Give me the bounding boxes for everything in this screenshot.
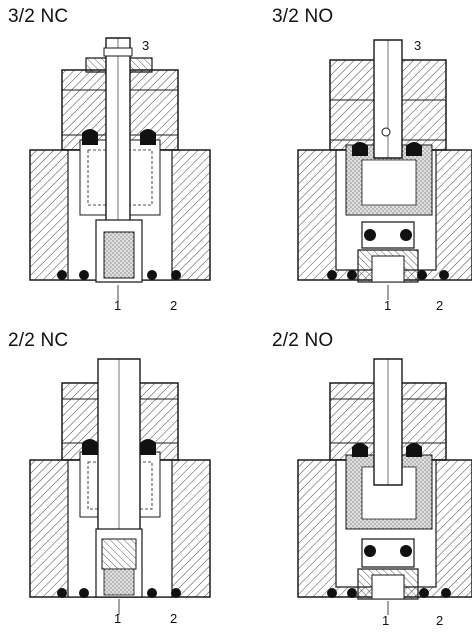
poppet — [361, 538, 415, 568]
poppet — [103, 231, 135, 279]
seal-right — [406, 443, 422, 457]
port-2-label: 2 — [436, 613, 444, 628]
valve-title: 2/2 NC — [8, 330, 69, 351]
port-1-label: 1 — [382, 613, 390, 628]
valve-title: 3/2 NC — [8, 6, 69, 27]
port-3-label: 3 — [414, 38, 422, 53]
valve-title: 3/2 NO — [272, 6, 334, 27]
port-2-label: 2 — [436, 298, 444, 313]
poppet — [101, 538, 137, 570]
valve-cross-section-2-2-nc — [29, 358, 211, 615]
seal-right — [406, 142, 422, 156]
seal-left — [82, 439, 98, 455]
seal-left — [352, 443, 368, 457]
seal-right — [140, 129, 156, 145]
valve-cross-section-3-2-no — [297, 39, 472, 300]
port-1-label: 1 — [384, 298, 392, 313]
valve-cross-section-2-2-no — [297, 358, 472, 615]
valve-panel-3-2-nc: 3/2 NC 3 1 2 — [0, 0, 236, 317]
valve-title: 2/2 NO — [272, 330, 334, 351]
port-1-label: 1 — [114, 298, 122, 313]
valve-panel-2-2-nc: 2/2 NC 1 2 — [0, 317, 236, 634]
valve-panel-2-2-no: 2/2 NO 1 2 — [236, 317, 472, 634]
poppet — [361, 221, 415, 249]
seal-left — [352, 142, 368, 156]
port-2-label: 2 — [170, 611, 178, 626]
seal-left — [82, 129, 98, 145]
valve-panel-3-2-no: 3/2 NO 3 1 2 — [236, 0, 472, 317]
port-2-label: 2 — [170, 298, 178, 313]
seal-right — [140, 439, 156, 455]
port-1-label: 1 — [114, 611, 122, 626]
port-3-label: 3 — [142, 38, 150, 53]
valve-cross-section-3-2-nc — [29, 37, 211, 302]
